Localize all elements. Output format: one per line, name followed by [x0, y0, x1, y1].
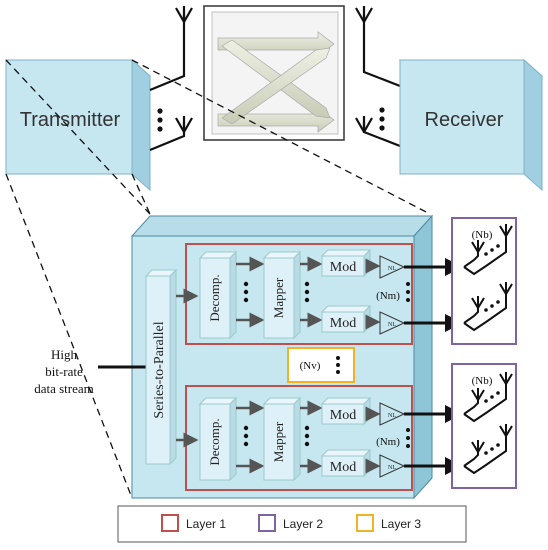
- chain-top: Decomp. Mapper Mod Mo: [198, 248, 463, 340]
- decomp-block: Decomp.: [198, 396, 238, 482]
- mod-block: Mod: [320, 396, 372, 426]
- amplifier-icon: NL: [379, 311, 406, 335]
- mod-block: Mod: [320, 448, 372, 478]
- chain-bottom: Decomp. Mapper Mod Mod: [198, 396, 463, 482]
- channel-box: [203, 5, 345, 141]
- mapper-label: Mapper: [271, 277, 286, 318]
- amplifier-icon: NL: [379, 255, 406, 279]
- transmitter-dots: [157, 108, 163, 132]
- mod-block: Mod: [320, 248, 372, 278]
- mod-block: Mod: [320, 304, 372, 334]
- layer3-box: [287, 347, 355, 383]
- amp-label: NL: [388, 266, 396, 272]
- input-label-line2: bit-rate: [45, 364, 83, 379]
- mod-label: Mod: [330, 316, 356, 331]
- mapper-block: Mapper: [262, 250, 302, 340]
- receiver-dots: [379, 107, 385, 131]
- transmitter-antennas: [149, 6, 193, 152]
- legend: Layer 1 Layer 2 Layer 3: [117, 505, 467, 543]
- nm-label: (Nm): [376, 290, 400, 302]
- amplifier-icon: NL: [379, 402, 406, 426]
- amplifier-icon: NL: [379, 454, 406, 478]
- nv-dots: [336, 356, 340, 374]
- antenna-array-bottom: (Nb): [451, 363, 517, 489]
- legend-swatch-layer2: [258, 514, 276, 532]
- transmitter-label: Transmitter: [20, 109, 121, 131]
- amp-label: NL: [388, 413, 396, 419]
- amp-label: NL: [388, 465, 396, 471]
- mod-label: Mod: [330, 460, 356, 475]
- nm-label: (Nm): [376, 436, 400, 448]
- mapper-block: Mapper: [262, 396, 302, 482]
- decomp-label: Decomp.: [207, 418, 222, 465]
- receiver-antennas: [355, 6, 401, 148]
- nb-label: (Nb): [472, 375, 493, 387]
- receiver-box: Receiver: [398, 58, 544, 192]
- decomp-label: Decomp.: [207, 274, 222, 321]
- transmitter-box: Transmitter: [4, 58, 152, 192]
- input-label-line3: data stream: [34, 381, 94, 396]
- legend-label-layer3: Layer 3: [381, 517, 421, 531]
- antenna-array-top: (Nb): [451, 217, 517, 345]
- mapper-label: Mapper: [271, 421, 286, 462]
- nb-label: (Nb): [472, 229, 493, 241]
- input-stream: High bit-rate data stream: [34, 347, 146, 396]
- legend-swatch-layer3: [356, 514, 374, 532]
- zoom-lines: [5, 59, 431, 499]
- s2p-arrows: [176, 288, 199, 448]
- s2p-label: Series-to-Parallel: [152, 321, 167, 418]
- mod-label: Mod: [330, 408, 356, 423]
- legend-swatch-layer1: [161, 514, 179, 532]
- input-label-line1: High: [51, 347, 78, 362]
- receiver-label: Receiver: [425, 109, 504, 131]
- amp-label: NL: [388, 322, 396, 328]
- mod-label: Mod: [330, 260, 356, 275]
- series-to-parallel-block: Series-to-Parallel: [144, 268, 178, 466]
- dots: [243, 281, 249, 303]
- nv-label: (Nv): [300, 360, 321, 372]
- legend-label-layer2: Layer 2: [283, 517, 323, 531]
- legend-label-layer1: Layer 1: [186, 517, 226, 531]
- decomp-block: Decomp.: [198, 250, 238, 340]
